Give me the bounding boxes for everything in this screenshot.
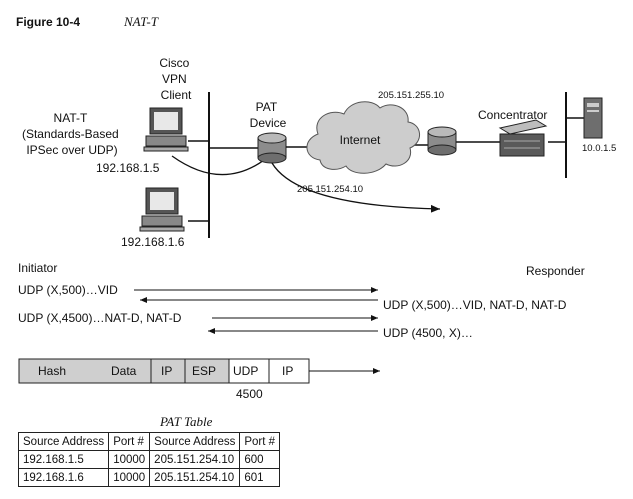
figure-title: NAT-T: [123, 14, 159, 29]
table-cell: 600: [239, 450, 281, 469]
packet-port-label: 4500: [236, 387, 263, 401]
header-port-public: Port #: [239, 432, 281, 451]
host2-computer-icon: [139, 187, 185, 232]
table-row: 192.168.1.5 10000 205.151.254.10 600: [17, 450, 281, 469]
concentrator-icon: [498, 119, 548, 157]
pat-router-icon: [257, 132, 287, 164]
host1-computer-icon: [143, 107, 189, 152]
packet-cell-udp: UDP: [233, 364, 258, 378]
remote-router-icon: [427, 126, 457, 156]
pat-table-header: Source Address Port # Source Address Por…: [17, 432, 281, 451]
pat-outbound-arrow: [271, 162, 441, 213]
server-ip: 10.0.1.5: [582, 143, 616, 154]
packet-cell-data: Data: [111, 364, 137, 378]
packet-cell-hash: Hash: [38, 364, 66, 378]
pat-table-title: PAT Table: [160, 414, 213, 429]
message-4: UDP (4500, X)…: [383, 326, 473, 340]
internet-label: Internet: [340, 133, 381, 147]
table-row: 192.168.1.6 10000 205.151.254.10 601: [17, 468, 281, 487]
table-cell: 10000: [108, 450, 151, 469]
header-source-address-public: Source Address: [149, 432, 241, 451]
host1-ip: 192.168.1.5: [96, 161, 160, 175]
responder-label: Responder: [526, 264, 585, 278]
table-cell: 192.168.1.6: [17, 468, 110, 487]
initiator-label: Initiator: [18, 261, 57, 275]
packet-format: [18, 358, 310, 384]
table-cell: 601: [239, 468, 281, 487]
natt-label: NAT-T (Standards-Based IPSec over UDP): [22, 111, 122, 157]
server-icon: [583, 97, 603, 139]
header-port-private: Port #: [108, 432, 151, 451]
concentrator-label: Concentrator: [478, 108, 547, 122]
packet-cell-ip-inner: IP: [161, 364, 172, 378]
host2-ip: 192.168.1.6: [121, 235, 185, 249]
message-2: UDP (X,500)…VID, NAT-D, NAT-D: [383, 298, 567, 312]
table-cell: 205.151.254.10: [149, 468, 241, 487]
figure-number: Figure 10-4: [16, 15, 80, 29]
public-ip-top: 205.151.255.10: [378, 90, 444, 101]
table-cell: 10000: [108, 468, 151, 487]
packet-cell-ip-outer: IP: [282, 364, 293, 378]
message-3: UDP (X,4500)…NAT-D, NAT-D: [18, 311, 182, 325]
packet-cell-esp: ESP: [192, 364, 216, 378]
internet-cloud-icon: [306, 101, 420, 174]
table-cell: 205.151.254.10: [149, 450, 241, 469]
message-1: UDP (X,500)…VID: [18, 283, 118, 297]
header-source-address-private: Source Address: [17, 432, 110, 451]
public-ip-bottom: 205.151.254.10: [297, 184, 363, 195]
client-label: Cisco VPN Client: [159, 56, 192, 102]
pat-table: Source Address Port # Source Address Por…: [17, 432, 281, 487]
table-cell: 192.168.1.5: [17, 450, 110, 469]
pat-device-label: PAT Device: [250, 100, 287, 130]
